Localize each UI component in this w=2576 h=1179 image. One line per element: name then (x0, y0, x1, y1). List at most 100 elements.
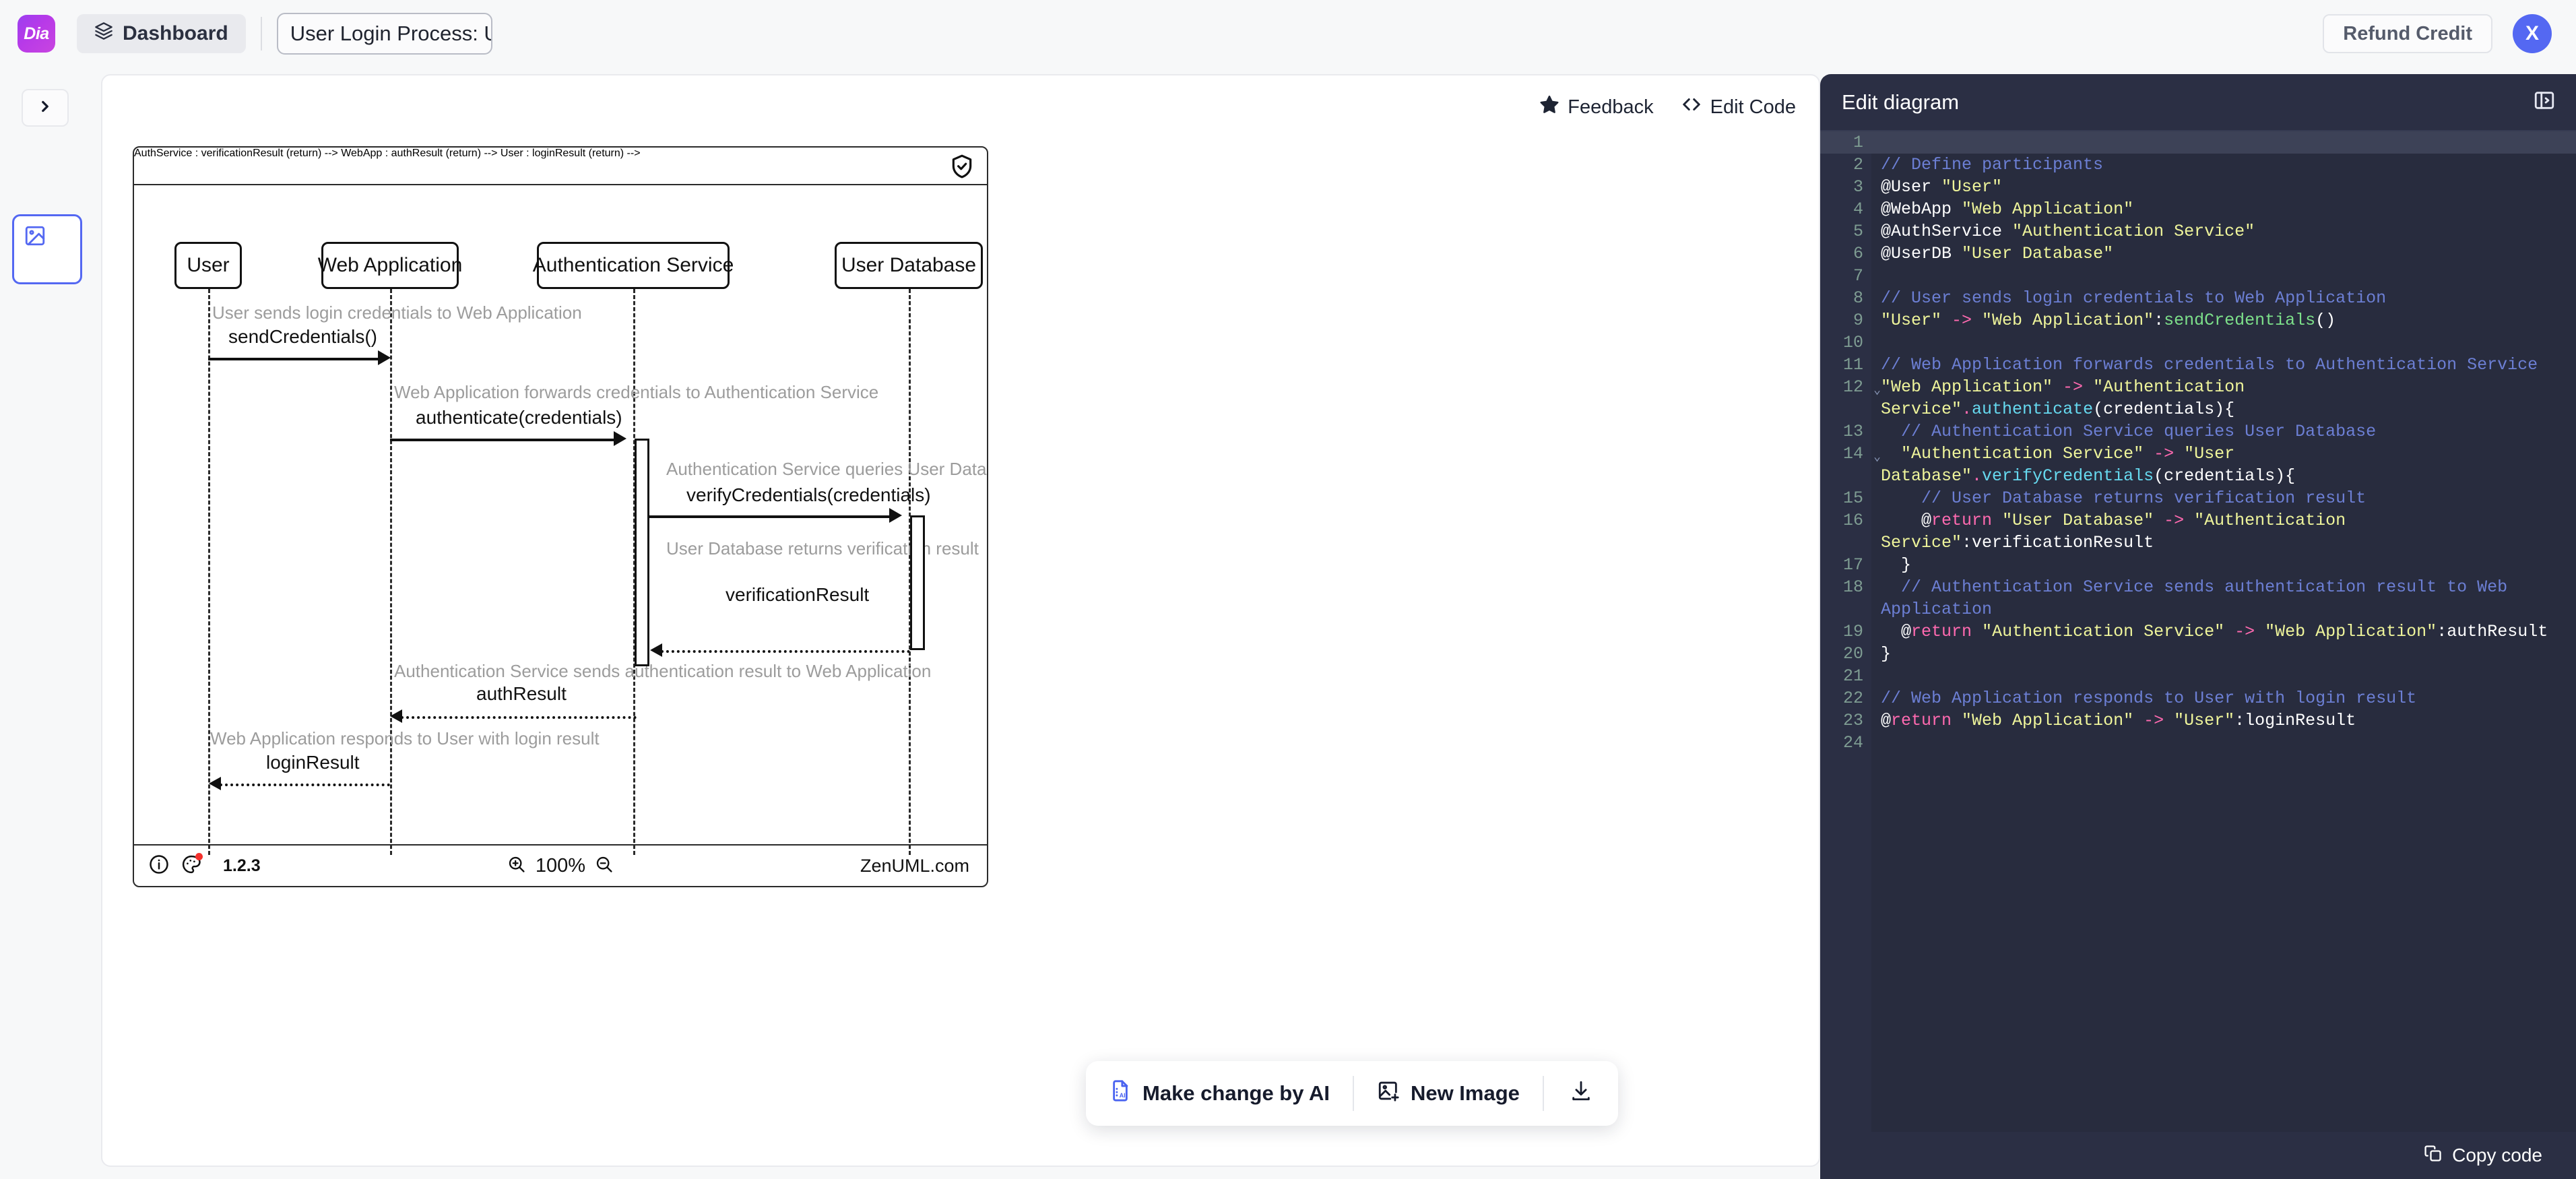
participant-user[interactable]: User (174, 242, 242, 289)
code-text-19: @return "Authentication Service" -> "Web… (1881, 622, 2548, 641)
code-line-24[interactable]: 24 (1820, 732, 2576, 754)
line-number-17: 17 (1842, 555, 1863, 575)
lifeline-user (208, 289, 210, 855)
zoom-in-icon[interactable] (507, 855, 526, 877)
image-icon (24, 224, 46, 251)
message-arrow-3 (649, 515, 893, 518)
code-line-21[interactable]: 21 (1820, 665, 2576, 687)
activation-authentication-service (635, 439, 649, 666)
zoom-level-label: 100% (535, 854, 586, 877)
code-panel-title: Edit diagram (1842, 90, 1960, 114)
message-arrowhead-2 (614, 431, 626, 446)
code-line-5[interactable]: 5@AuthService "Authentication Service" (1820, 220, 2576, 243)
avatar[interactable]: X (2513, 14, 2552, 53)
line-number-9: 9 (1853, 311, 1863, 330)
code-text-15: // User Database returns verification re… (1881, 488, 2366, 508)
chevron-right-icon (36, 98, 54, 119)
code-text-1 (1871, 131, 2576, 154)
fold-toggle-icon[interactable]: ⌄ (1873, 451, 1881, 464)
code-text-5: @AuthService "Authentication Service" (1881, 222, 2255, 241)
code-line-20[interactable]: 20} (1820, 643, 2576, 665)
zoom-out-icon[interactable] (595, 855, 614, 877)
code-line-2[interactable]: 2// Define participants (1820, 154, 2576, 176)
diagram-header-bar (134, 148, 987, 185)
line-number-20: 20 (1842, 644, 1863, 664)
code-text-10 (1871, 331, 2576, 354)
star-icon (1539, 94, 1559, 120)
line-number-14: 14⌄ (1820, 443, 1881, 487)
fold-toggle-icon[interactable]: ⌄ (1873, 384, 1881, 397)
message-label-6: loginResult (266, 752, 360, 773)
participant-user-database[interactable]: User Database (835, 242, 983, 289)
comment-6: Web Application responds to User with lo… (210, 728, 600, 748)
new-image-button[interactable]: New Image (1354, 1061, 1543, 1126)
code-line-8[interactable]: 8// User sends login credentials to Web … (1820, 287, 2576, 309)
feedback-label: Feedback (1568, 96, 1654, 118)
diagram-title-input[interactable]: User Login Process: Use (276, 13, 492, 55)
edit-code-button[interactable]: Edit Code (1681, 94, 1796, 120)
line-number-11: 11 (1842, 355, 1863, 375)
dia-logo[interactable]: Dia (18, 15, 55, 53)
message-arrowhead-5 (390, 709, 402, 723)
message-label-1: sendCredentials() (228, 326, 377, 347)
code-line-15[interactable]: 15 // User Database returns verification… (1820, 487, 2576, 509)
line-number-8: 8 (1853, 288, 1863, 308)
code-text-23: @return "Web Application" -> "User":logi… (1881, 711, 2356, 730)
code-line-16[interactable]: 16 @return "User Database" -> "Authentic… (1820, 509, 2576, 554)
code-line-19[interactable]: 19 @return "Authentication Service" -> "… (1820, 620, 2576, 643)
message-arrow-2 (390, 439, 618, 441)
code-panel-footer: Copy code (1820, 1132, 2576, 1179)
code-text-18: // Authentication Service sends authenti… (1881, 577, 2518, 619)
download-button[interactable] (1544, 1061, 1618, 1126)
code-line-3[interactable]: 3@User "User" (1820, 176, 2576, 198)
code-line-9[interactable]: 9 "User" -> "Web Application":sendCredent… (1820, 309, 2576, 331)
code-line-13[interactable]: 13 // Authentication Service queries Use… (1820, 420, 2576, 443)
palette-icon[interactable] (181, 852, 203, 878)
feedback-button[interactable]: Feedback (1539, 94, 1654, 120)
code-text-22: // Web Application responds to User with… (1881, 689, 2417, 708)
line-number-10: 10 (1842, 333, 1863, 352)
line-number-1: 1 (1853, 133, 1863, 152)
code-text-9: "User" -> "Web Application":sendCredenti… (1881, 311, 2336, 330)
code-line-6[interactable]: 6@UserDB "User Database" (1820, 243, 2576, 265)
panel-collapse-icon[interactable] (2533, 89, 2556, 115)
code-line-14[interactable]: 14⌄ "Authentication Service" -> "User Da… (1820, 443, 2576, 487)
code-line-4[interactable]: 4@WebApp "Web Application" (1820, 198, 2576, 220)
make-change-by-ai-button[interactable]: AI Make change by AI (1086, 1061, 1353, 1126)
expand-sidebar-button[interactable] (22, 89, 69, 127)
message-label-4: verificationResult (726, 584, 870, 605)
lifeline-web-application (390, 289, 392, 855)
copy-code-button[interactable]: Copy code (2424, 1144, 2542, 1168)
code-line-12[interactable]: 12⌄"Web Application" -> "Authentication … (1820, 376, 2576, 420)
dashboard-button[interactable]: Dashboard (77, 14, 246, 53)
line-number-13: 13 (1842, 422, 1863, 441)
code-line-17[interactable]: 17 } (1820, 554, 2576, 576)
code-line-1[interactable]: 1 (1820, 131, 2576, 154)
code-line-7[interactable]: 7 (1820, 265, 2576, 287)
top-bar: Dia Dashboard User Login Process: Use Re… (0, 0, 2576, 67)
participant-web-application[interactable]: Web Application (318, 242, 462, 289)
code-line-11[interactable]: 11// Web Application forwards credential… (1820, 354, 2576, 376)
code-line-10[interactable]: 10 (1820, 331, 2576, 354)
line-number-24: 24 (1842, 733, 1863, 753)
code-line-23[interactable]: 23@return "Web Application" -> "User":lo… (1820, 709, 2576, 732)
message-arrowhead-1 (378, 350, 391, 365)
info-icon[interactable] (149, 854, 169, 878)
refund-credit-button[interactable]: Refund Credit (2323, 14, 2492, 53)
comment-2: Web Application forwards credentials to … (394, 382, 879, 402)
sequence-diagram[interactable]: User Web Application Authentication Serv… (133, 146, 988, 887)
line-number-16: 16 (1842, 511, 1863, 530)
message-label-2: authenticate(credentials) (416, 407, 622, 428)
toolbar-separator-2 (1542, 1076, 1544, 1111)
code-text-24 (1871, 732, 2576, 754)
line-number-19: 19 (1842, 622, 1863, 641)
message-label-3: verifyCredentials(credentials) (686, 484, 931, 505)
code-line-18[interactable]: 18 // Authentication Service sends authe… (1820, 576, 2576, 620)
diagram-thumbnail-card[interactable] (12, 214, 82, 284)
code-text-3: @User "User" (1881, 177, 2003, 197)
participant-authentication-service[interactable]: Authentication Service (533, 242, 734, 289)
download-icon (1570, 1079, 1592, 1108)
code-line-22[interactable]: 22// Web Application responds to User wi… (1820, 687, 2576, 709)
